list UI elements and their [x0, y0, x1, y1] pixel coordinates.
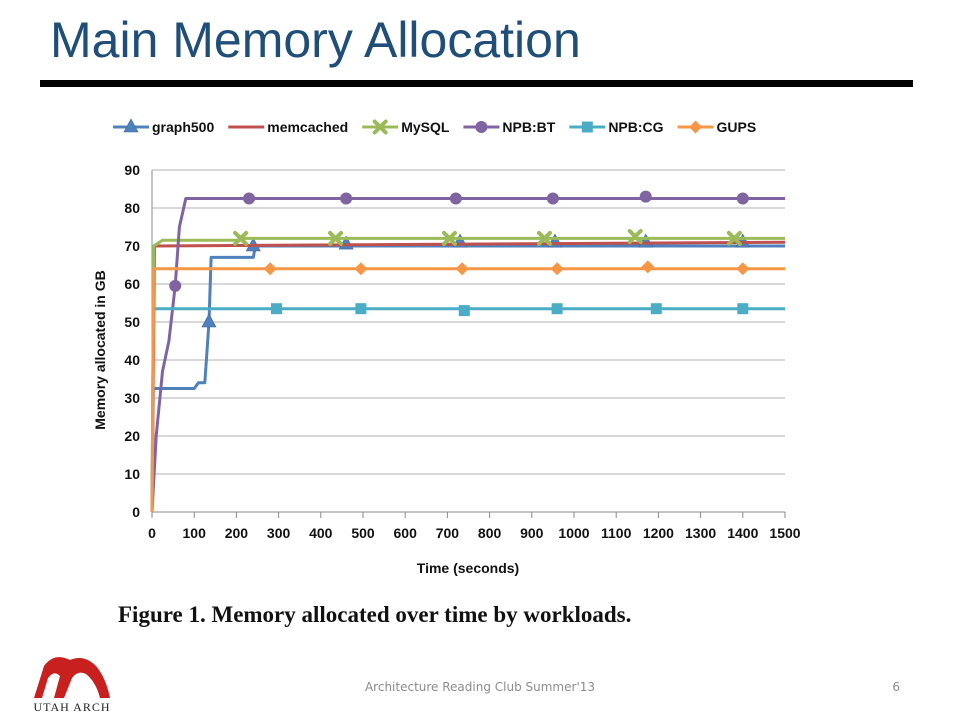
arch-icon: [34, 657, 110, 698]
series-npb-cg: [150, 303, 785, 513]
series-line-npb-bt: [150, 197, 785, 513]
data-point-mysql: [536, 230, 552, 246]
legend-item-npb-cg: NPB:CG: [569, 119, 664, 135]
data-point-npb-bt: [736, 192, 749, 205]
memory-allocation-chart: graph500 memcached MySQL NPB:BT NPB:CG GUPS 0…: [92, 118, 801, 576]
x-tick-label: 1400: [727, 525, 758, 541]
x-tick-label: 100: [183, 525, 207, 541]
data-point-mysql: [233, 230, 249, 246]
x-tick-label: 600: [394, 525, 418, 541]
y-tick-label: 70: [124, 238, 140, 254]
data-point-gups: [641, 260, 655, 274]
x-tick-label: 1500: [769, 525, 800, 541]
title-rule: [40, 80, 913, 87]
series-line-memcached: [150, 240, 786, 513]
x-tick-label: 800: [478, 525, 502, 541]
chart-series: [150, 190, 786, 513]
legend-item-mysql: MySQL: [362, 119, 450, 135]
chart-grid: [152, 169, 785, 513]
x-tick-label: 1300: [685, 525, 716, 541]
series-npb-bt: [150, 190, 785, 513]
legend-label-mysql: MySQL: [401, 119, 450, 135]
x-tick-label: 700: [436, 525, 460, 541]
x-tick-label: 300: [267, 525, 291, 541]
legend-marker-graph500: [123, 118, 139, 133]
data-point-npb-cg: [270, 303, 282, 315]
data-point-npb-bt: [243, 192, 256, 205]
data-point-npb-bt: [169, 279, 182, 292]
y-tick-label: 40: [124, 352, 140, 368]
x-tick-label: 900: [520, 525, 544, 541]
x-tick-label: 0: [148, 525, 156, 541]
slide-number: 6: [892, 680, 900, 694]
x-tick-label: 1100: [601, 525, 632, 541]
series-line-graph500: [150, 244, 785, 513]
data-point-gups: [263, 262, 277, 276]
series-memcached: [150, 240, 786, 513]
legend-label-graph500: graph500: [152, 119, 214, 135]
legend-marker-npb-cg: [581, 121, 593, 133]
series-graph500: [150, 233, 785, 513]
x-axis-label: Time (seconds): [417, 560, 519, 576]
y-tick-label: 30: [124, 390, 140, 406]
y-tick-label: 80: [124, 200, 140, 216]
y-tick-label: 0: [132, 504, 140, 520]
x-tick-label: 1200: [643, 525, 674, 541]
data-point-gups: [736, 262, 750, 276]
slide-title: Main Memory Allocation: [50, 12, 581, 68]
data-point-npb-cg: [737, 303, 749, 315]
legend-marker-npb-bt: [475, 121, 488, 133]
figure-caption: Figure 1. Memory allocated over time by …: [118, 602, 632, 627]
legend-item-memcached: memcached: [228, 119, 348, 135]
chart-legend: graph500 memcached MySQL NPB:BT NPB:CG GUPS: [113, 118, 757, 135]
data-point-npb-cg: [551, 303, 563, 315]
x-tick-label: 1000: [558, 525, 589, 541]
x-tick-label: 500: [351, 525, 375, 541]
data-point-npb-bt: [340, 192, 353, 205]
utah-arch-logo: UTAH ARCH: [30, 654, 114, 716]
legend-marker-gups: [689, 120, 703, 134]
data-point-mysql: [442, 230, 458, 246]
y-tick-label: 20: [124, 428, 140, 444]
y-tick-label: 50: [124, 314, 140, 330]
y-tick-label: 60: [124, 276, 140, 292]
data-point-npb-cg: [458, 305, 470, 317]
data-point-gups: [455, 262, 469, 276]
data-point-npb-cg: [650, 303, 662, 315]
logo-text: UTAH ARCH: [33, 700, 111, 714]
legend-label-npb-cg: NPB:CG: [608, 119, 663, 135]
y-axis-label: Memory allocated in GB: [92, 270, 108, 429]
data-point-npb-cg: [355, 303, 367, 315]
legend-label-memcached: memcached: [267, 119, 348, 135]
legend-label-npb-bt: NPB:BT: [502, 119, 555, 135]
series-line-mysql: [150, 236, 785, 513]
legend-marker-mysql: [372, 119, 388, 135]
legend-label-gups: GUPS: [717, 119, 757, 135]
data-point-mysql: [627, 229, 643, 244]
y-tick-label: 90: [124, 162, 140, 178]
legend-item-npb-bt: NPB:BT: [463, 119, 556, 135]
data-point-mysql: [726, 230, 742, 246]
legend-item-graph500: graph500: [113, 118, 214, 135]
data-point-npb-bt: [639, 190, 652, 203]
footer-text: Architecture Reading Club Summer'13: [364, 680, 596, 694]
legend-item-gups: GUPS: [677, 119, 757, 135]
data-point-gups: [550, 262, 564, 276]
data-point-npb-bt: [449, 192, 462, 205]
series-line-npb-cg: [150, 307, 785, 513]
x-tick-label: 400: [309, 525, 333, 541]
series-line-gups: [150, 267, 785, 513]
series-mysql: [150, 229, 785, 513]
data-point-mysql: [328, 230, 344, 246]
data-point-gups: [354, 262, 368, 276]
series-gups: [150, 260, 785, 513]
x-tick-label: 200: [225, 525, 249, 541]
data-point-graph500: [201, 313, 217, 328]
y-tick-label: 10: [124, 466, 140, 482]
data-point-npb-bt: [546, 192, 559, 205]
